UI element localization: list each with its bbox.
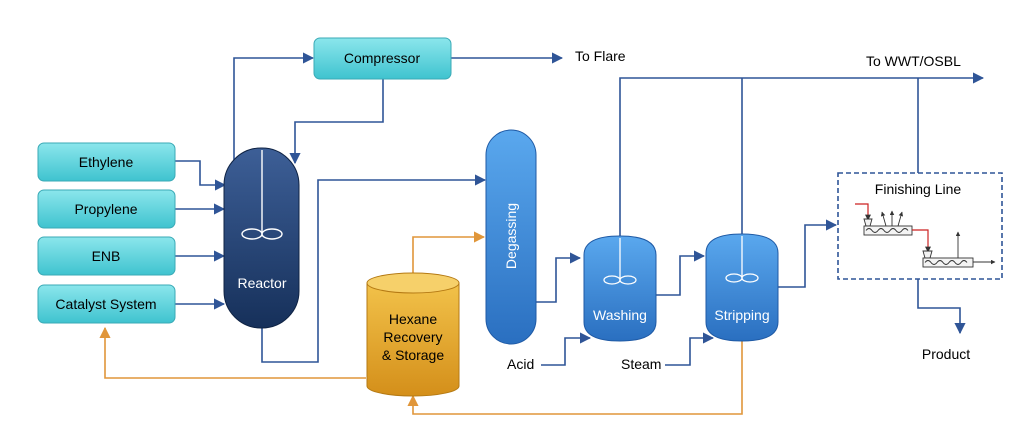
agitator-icon [603,238,637,285]
hexane-label-line2: Recovery [383,329,442,345]
steam-label: Steam [621,356,661,372]
line-compressor-to-reactor [289,79,384,165]
compressor-box: Compressor [313,37,452,80]
feed-propylene-box: Propylene [37,189,176,229]
agitator-icon [241,150,283,240]
hexane-label-line3: & Storage [382,347,444,363]
feed-ethylene-box: Ethylene [37,142,176,182]
stripping-label: Stripping [714,307,769,323]
to-flare-label: To Flare [575,48,626,64]
line-acid-to-washing [541,332,592,366]
line-stripping-to-hexane [407,341,743,415]
line-hexane-to-degassing [412,231,486,274]
feed-catalyst-label: Catalyst System [55,296,156,312]
acid-label: Acid [507,356,534,372]
to-wwt-label: To WWT/OSBL [866,53,961,69]
degassing-column: Degassing [485,129,537,345]
reactor-label: Reactor [237,275,286,291]
line-stripping-to-finishing [777,219,838,288]
washing-vessel: Washing [583,235,657,342]
line-ethylene-to-reactor [175,160,227,191]
product-label: Product [922,346,970,362]
hexane-recovery-tank: Hexane Recovery & Storage [366,272,460,397]
finishing-line-box: Finishing Line [837,172,1003,280]
line-steam-to-stripping [665,332,715,366]
line-reactor-to-compressor [233,52,315,160]
reactor-vessel: Reactor [223,147,300,329]
finishing-line-label: Finishing Line [875,181,962,197]
line-hexane-to-catalyst [99,326,366,379]
line-to-product [917,279,966,335]
compressor-label: Compressor [344,50,421,66]
feed-enb-label: ENB [92,248,121,264]
agitator-icon [725,236,759,283]
line-reactor-to-degassing [261,174,487,363]
feed-enb-box: ENB [37,236,176,276]
washing-label: Washing [593,307,647,323]
recycle-lines [99,231,743,415]
degassing-label: Degassing [503,203,519,269]
feed-propylene-label: Propylene [74,201,137,217]
extruder-icon [855,203,996,268]
process-lines [175,52,985,366]
feed-ethylene-label: Ethylene [79,154,134,170]
line-degassing-to-washing [535,252,582,303]
feed-catalyst-box: Catalyst System [37,284,176,324]
hexane-label-line1: Hexane [389,311,437,327]
stripping-vessel: Stripping [705,233,779,342]
line-washing-to-stripping [655,250,706,296]
line-to-wwt [619,72,985,238]
